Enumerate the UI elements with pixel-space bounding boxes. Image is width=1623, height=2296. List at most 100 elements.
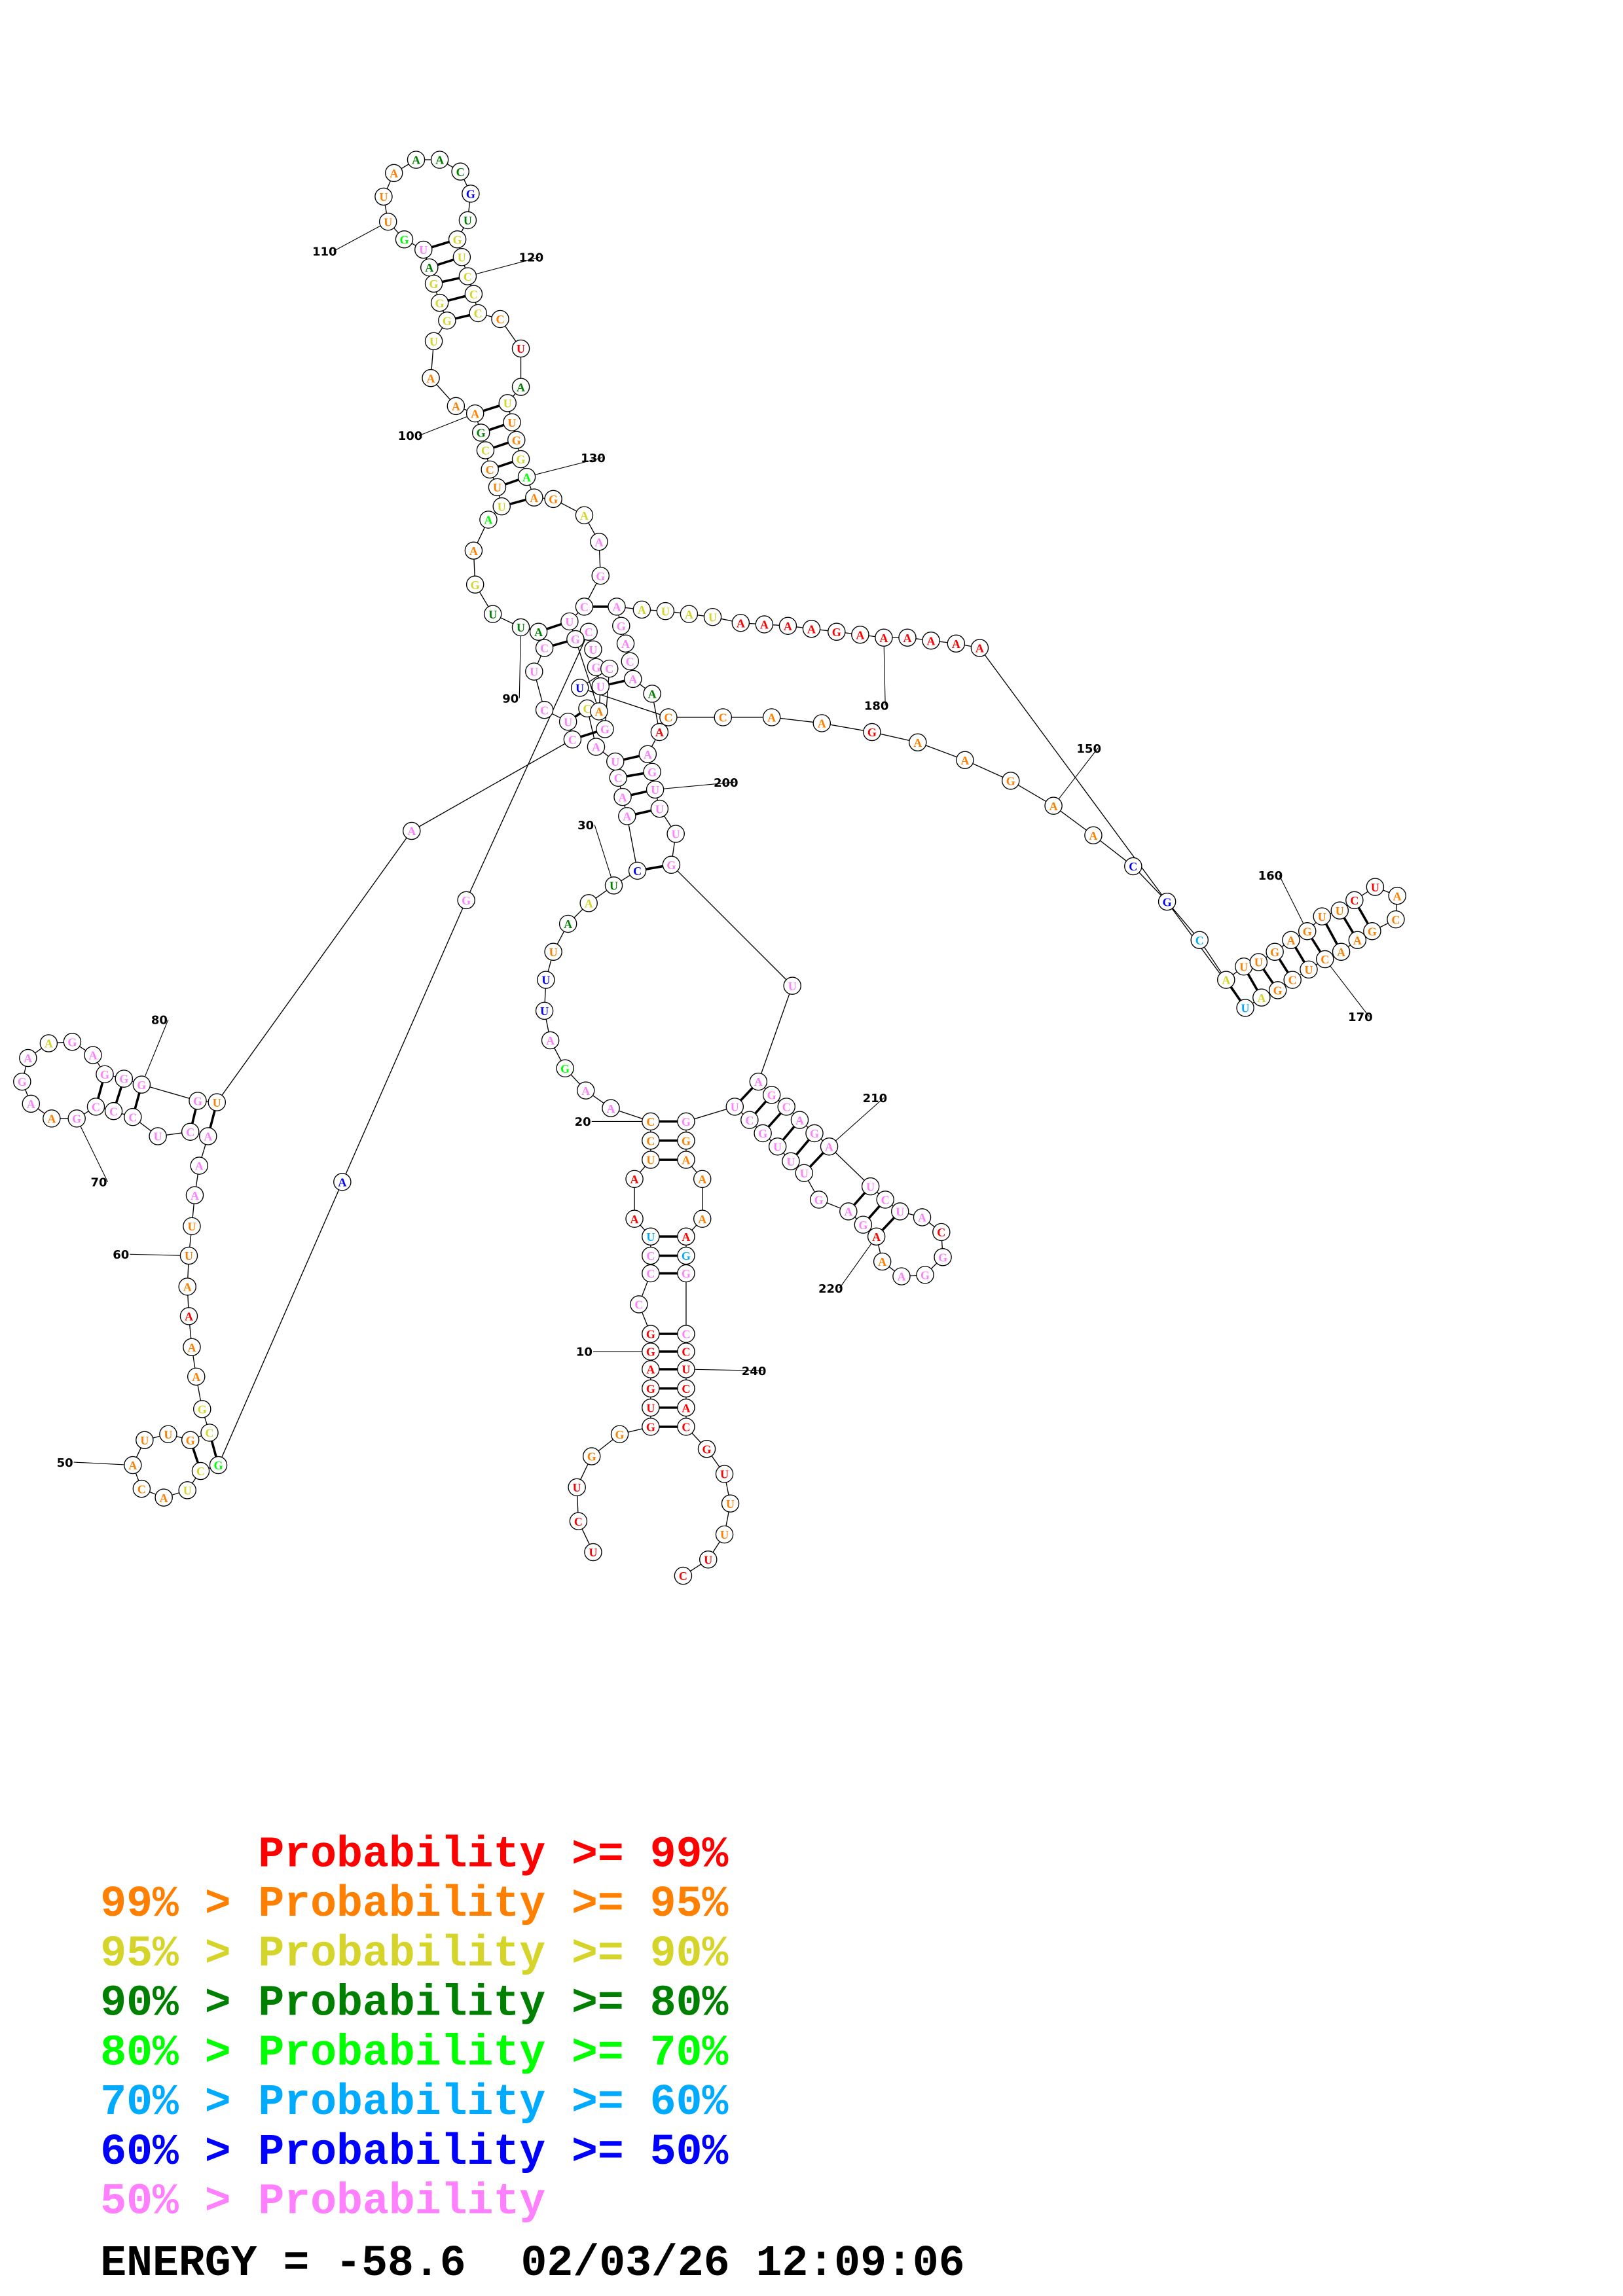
- legend-label: Probability: [258, 2178, 545, 2227]
- nucleotide-circle: [956, 751, 974, 770]
- nucleotide-circle: [618, 807, 636, 825]
- nucleotide-circle: [916, 1266, 934, 1284]
- position-label: 220: [818, 1282, 843, 1296]
- nucleotide: A: [643, 685, 661, 703]
- nucleotide-circle: [1283, 971, 1302, 989]
- nucleotide-circle: [677, 1112, 695, 1131]
- nucleotide: U: [483, 605, 502, 623]
- nucleotide-letter: C: [745, 1114, 754, 1127]
- nucleotide: A: [1332, 942, 1351, 961]
- nucleotide-circle: [666, 825, 685, 843]
- nucleotide: C: [464, 285, 483, 303]
- nucleotide-letter: G: [600, 723, 610, 736]
- nucleotide-letter: G: [615, 1428, 625, 1441]
- nucleotide: C: [876, 1191, 894, 1209]
- nucleotide-letter: A: [338, 1176, 346, 1189]
- nucleotide-circle: [183, 1217, 201, 1236]
- nucleotide-circle: [642, 1264, 660, 1283]
- nucleotide-circle: [628, 861, 647, 880]
- nucleotide-circle: [208, 1093, 227, 1111]
- nucleotide-letter: A: [606, 1102, 615, 1115]
- nucleotide: A: [680, 605, 699, 623]
- nucleotide: G: [596, 720, 614, 738]
- nucleotide-circle: [662, 855, 681, 874]
- nucleotide: G: [810, 1191, 828, 1209]
- nucleotide-letter: U: [185, 1249, 193, 1263]
- nucleotide-letter: U: [503, 397, 512, 410]
- nucleotide: U: [642, 1398, 660, 1417]
- nucleotide: G: [96, 1065, 114, 1084]
- nucleotide-circle: [591, 677, 610, 696]
- nucleotide: G: [544, 490, 562, 509]
- nucleotide-circle: [851, 625, 869, 644]
- nucleotide-letter: C: [646, 1249, 655, 1263]
- nucleotide: A: [618, 807, 636, 825]
- nucleotide: U: [725, 1098, 744, 1116]
- legend-label: Probability >= 60%: [258, 2078, 728, 2127]
- nucleotide: U: [498, 394, 517, 412]
- nucleotide-circle: [566, 630, 585, 649]
- nucleotide-letter: U: [140, 1434, 149, 1447]
- position-label: 210: [863, 1092, 888, 1105]
- nucleotide-circle: [178, 1278, 196, 1296]
- nucleotide-letter: G: [435, 296, 445, 310]
- nucleotide-circle: [155, 1488, 173, 1507]
- nucleotide: A: [185, 1186, 204, 1204]
- nucleotide-circle: [558, 712, 577, 731]
- nucleotide-letter: U: [517, 342, 525, 355]
- nucleotide: C: [575, 598, 594, 616]
- nucleotide-circle: [384, 164, 403, 183]
- nucleotide: G: [67, 1109, 86, 1128]
- nucleotide-circle: [488, 478, 507, 497]
- nucleotide: A: [1282, 931, 1300, 949]
- nucleotide: A: [956, 751, 974, 770]
- nucleotide-circle: [19, 1049, 37, 1067]
- position-label: 50: [57, 1456, 73, 1470]
- nucleotide-letter: U: [589, 643, 597, 656]
- nucleotide: G: [507, 431, 526, 450]
- nucleotide-letter: C: [109, 1105, 118, 1118]
- nucleotide-letter: A: [1393, 889, 1402, 903]
- nucleotide-circle: [560, 612, 579, 631]
- nucleotide-letter: A: [187, 1341, 196, 1354]
- nucleotide-circle: [782, 1152, 800, 1171]
- nucleotide-letter: U: [589, 1546, 597, 1559]
- nucleotide: U: [795, 1164, 813, 1183]
- nucleotide-circle: [558, 914, 577, 933]
- nucleotide-letter: G: [646, 1421, 655, 1434]
- nucleotide-letter: A: [195, 1160, 204, 1173]
- nucleotide-letter: A: [1257, 992, 1266, 1005]
- position-label: 160: [1258, 869, 1283, 883]
- nucleotide-letter: U: [661, 605, 670, 618]
- nucleotide: G: [863, 723, 881, 742]
- nucleotide: A: [892, 1267, 911, 1285]
- nucleotide-letter: A: [685, 608, 693, 621]
- nucleotide-circle: [529, 622, 548, 641]
- nucleotide-letter: A: [1353, 934, 1362, 947]
- nucleotide-circle: [630, 1295, 648, 1314]
- nucleotide-circle: [632, 600, 651, 619]
- nucleotide-circle: [1316, 950, 1334, 969]
- nucleotide: U: [378, 212, 397, 231]
- nucleotide-letter: G: [858, 1219, 867, 1232]
- nucleotide-letter: U: [575, 682, 584, 695]
- nucleotide-letter: U: [596, 680, 605, 693]
- nucleotide-circle: [511, 339, 530, 358]
- nucleotide-circle: [535, 1001, 554, 1020]
- nucleotide: U: [511, 618, 530, 637]
- nucleotide-circle: [1387, 910, 1405, 929]
- nucleotide: A: [43, 1109, 61, 1128]
- nucleotide: A: [778, 617, 797, 635]
- nucleotide-letter: C: [682, 1328, 690, 1341]
- nucleotide-letter: A: [594, 535, 603, 548]
- nucleotide: A: [762, 708, 781, 726]
- nucleotide-letter: A: [952, 637, 960, 651]
- nucleotide: A: [190, 1157, 208, 1175]
- nucleotide-letter: C: [196, 1465, 205, 1478]
- footer: ENERGY = -58.6 02/03/26 12:09:06: [100, 2239, 964, 2288]
- nucleotide: A: [39, 1034, 58, 1052]
- nucleotide-circle: [569, 1512, 588, 1530]
- nucleotide-letter: A: [960, 754, 969, 767]
- nucleotide-letter: U: [1239, 960, 1248, 973]
- nucleotide: A: [693, 1210, 712, 1228]
